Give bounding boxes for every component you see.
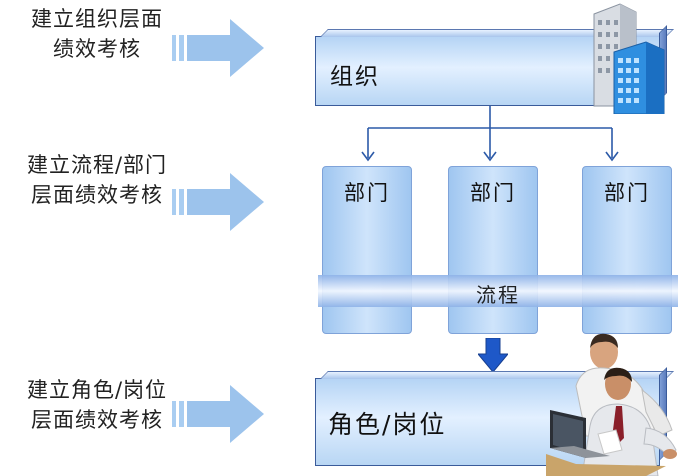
level-3-line-1: 建立角色/岗位 [26, 378, 168, 402]
building-icon [593, 3, 665, 114]
down-arrow-icon [478, 338, 508, 372]
dept-1-label: 部门 [344, 181, 390, 205]
dept-column-3: 部门 [582, 166, 672, 334]
level-2-label: 建立流程/部门 层面绩效考核 [2, 150, 192, 210]
people-at-laptop-icon [546, 333, 677, 476]
dept-2-label: 部门 [470, 181, 516, 205]
level-2-arrow-icon [172, 173, 264, 231]
org-box-label: 组织 [330, 64, 380, 90]
level-3-arrow-icon [172, 385, 264, 443]
level-1-line-2: 绩效考核 [53, 37, 141, 61]
level-2-line-1: 建立流程/部门 [26, 153, 168, 177]
process-bar-label: 流程 [476, 283, 520, 307]
level-1-line-1: 建立组织层面 [31, 7, 163, 31]
level-1-label: 建立组织层面 绩效考核 [2, 4, 192, 64]
level-3-label: 建立角色/岗位 层面绩效考核 [2, 375, 192, 435]
dept-column-2: 部门 [448, 166, 538, 334]
dept-column-1: 部门 [322, 166, 412, 334]
role-box-label: 角色/岗位 [328, 410, 447, 439]
level-3-line-2: 层面绩效考核 [31, 408, 163, 432]
process-bar: 流程 [318, 275, 678, 307]
level-1-arrow-icon [172, 19, 264, 77]
level-2-line-2: 层面绩效考核 [31, 183, 163, 207]
dept-3-label: 部门 [604, 181, 650, 205]
